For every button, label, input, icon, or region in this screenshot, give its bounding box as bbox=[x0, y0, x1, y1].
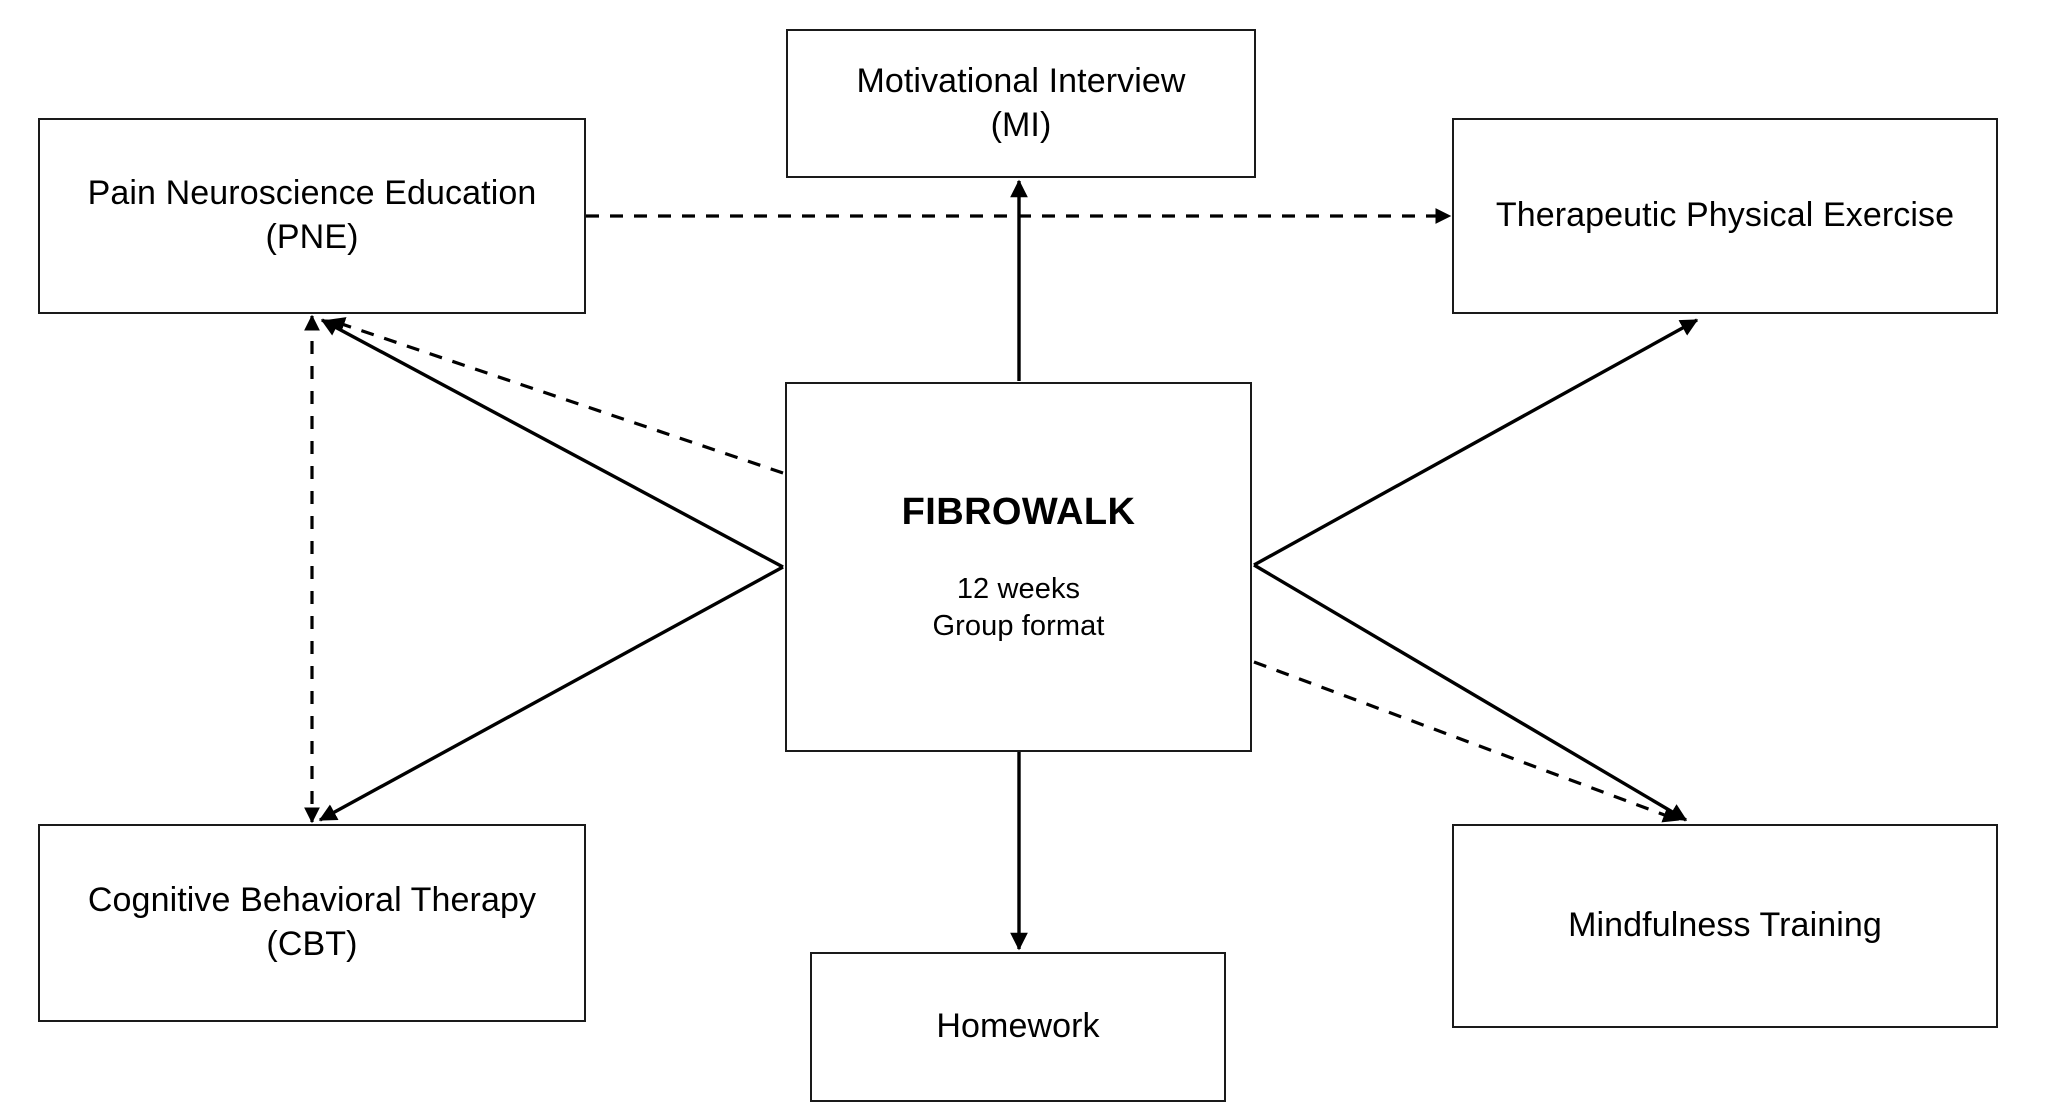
node-tpe-label-line1: Therapeutic Physical Exercise bbox=[1495, 196, 1955, 235]
node-fibrowalk-title: FIBROWALK bbox=[901, 491, 1136, 533]
edge-fibrowalk-to-pne-solid bbox=[320, 318, 784, 569]
node-homework-label-line1: Homework bbox=[936, 1007, 1100, 1046]
node-pain-neuroscience-education[interactable]: Pain Neuroscience Education (PNE) bbox=[38, 118, 586, 314]
edge-fibrowalk-to-cbt bbox=[318, 565, 784, 822]
node-mindfulness-label-line1: Mindfulness Training bbox=[1568, 906, 1882, 945]
node-cbt-label-line2: (CBT) bbox=[266, 925, 358, 963]
edge-fibrowalk-to-tpe bbox=[1253, 318, 1699, 567]
node-mi-label-line2: (MI) bbox=[990, 105, 1052, 144]
node-pne-label-line1: Pain Neuroscience Education bbox=[87, 174, 537, 213]
node-fibrowalk-duration: 12 weeks bbox=[956, 572, 1081, 605]
node-mi-label-line1: Motivational Interview bbox=[856, 61, 1186, 100]
node-homework[interactable]: Homework bbox=[810, 952, 1226, 1102]
node-fibrowalk[interactable]: FIBROWALK 12 weeks Group format bbox=[785, 382, 1252, 752]
node-fibrowalk-format: Group format bbox=[932, 610, 1105, 643]
node-therapeutic-physical-exercise[interactable]: Therapeutic Physical Exercise bbox=[1452, 118, 1998, 314]
node-mindfulness-training[interactable]: Mindfulness Training bbox=[1452, 824, 1998, 1028]
edge-fibrowalk-to-mindfulness-solid bbox=[1253, 563, 1688, 822]
node-cognitive-behavioral-therapy[interactable]: Cognitive Behavioral Therapy (CBT) bbox=[38, 824, 586, 1022]
edge-fibrowalk-to-mindfulness-dashed bbox=[1253, 660, 1680, 823]
edge-fibrowalk-to-pne-dashed bbox=[328, 317, 784, 475]
node-motivational-interview[interactable]: Motivational Interview (MI) bbox=[786, 29, 1256, 178]
node-pne-label-line2: (PNE) bbox=[265, 218, 359, 256]
node-cbt-label-line1: Cognitive Behavioral Therapy bbox=[87, 881, 537, 920]
